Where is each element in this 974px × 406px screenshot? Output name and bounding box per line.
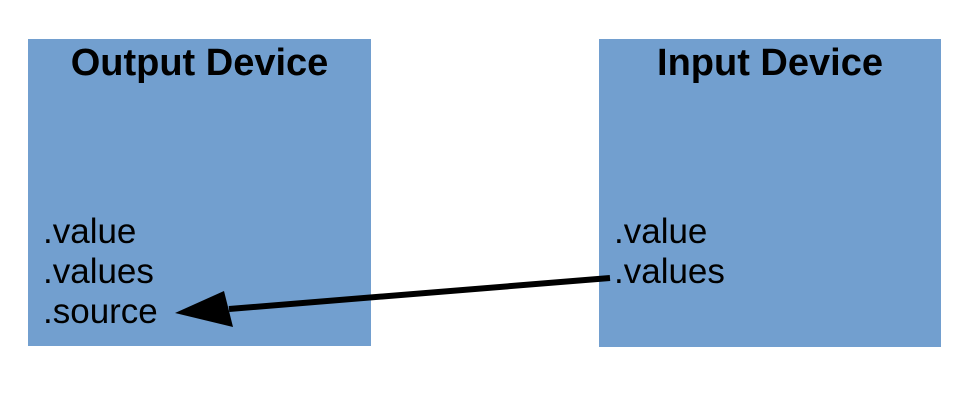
output-property-value: .value	[43, 212, 137, 251]
output-device-title: Output Device	[70, 42, 329, 84]
input-device-title: Input Device	[657, 42, 883, 84]
output-property-values: .values	[43, 252, 154, 291]
output-device-box: Output Device .value .values .source	[28, 39, 371, 346]
input-property-value: .value	[614, 212, 708, 251]
input-device-box: Input Device .value .values	[599, 39, 941, 347]
input-device-properties: .value .values	[614, 212, 725, 292]
output-property-source: .source	[43, 292, 158, 331]
output-device-properties: .value .values .source	[43, 212, 158, 332]
input-property-values: .values	[614, 252, 725, 291]
